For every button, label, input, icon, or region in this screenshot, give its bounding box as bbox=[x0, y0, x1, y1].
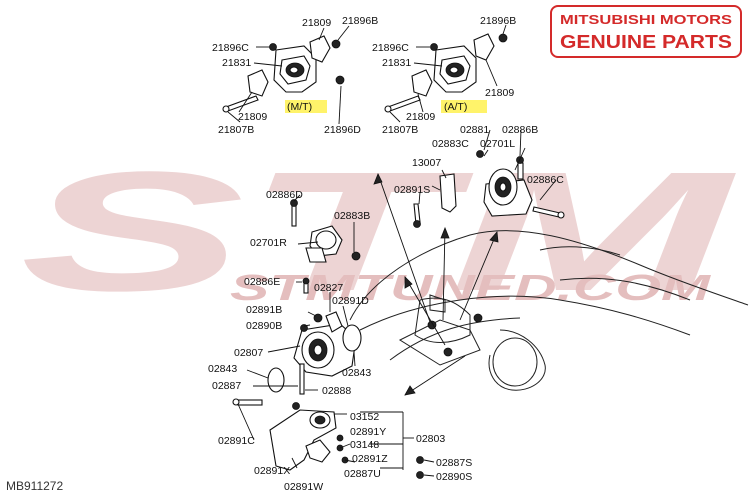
mt-highlight bbox=[285, 100, 327, 113]
label-02891y: 02891Y bbox=[350, 426, 386, 438]
at-highlight bbox=[441, 100, 487, 113]
label-02843-left: 02843 bbox=[208, 363, 237, 375]
watermark-site-text: STMTUNED.COM bbox=[230, 267, 712, 308]
label-02891c: 02891C bbox=[218, 435, 255, 447]
label-02891b: 02891B bbox=[246, 304, 282, 316]
label-02883b: 02883B bbox=[334, 210, 370, 222]
label-02891z: 02891Z bbox=[352, 453, 388, 465]
mt-engine-mount-group bbox=[222, 25, 350, 125]
label-at-21809-bottom: 21809 bbox=[406, 111, 435, 123]
label-13007: 13007 bbox=[412, 157, 441, 169]
label-at-21807b: 21807B bbox=[382, 124, 418, 136]
label-02888: 02888 bbox=[322, 385, 351, 397]
label-mt-21809-top: 21809 bbox=[302, 17, 331, 29]
label-02891s: 02891S bbox=[394, 184, 430, 196]
location-arrows bbox=[373, 173, 499, 396]
label-02886e: 02886E bbox=[244, 276, 280, 288]
label-02886b: 02886B bbox=[502, 124, 538, 136]
label-02890s: 02890S bbox=[436, 471, 472, 483]
label-mt-21807b: 21807B bbox=[218, 124, 254, 136]
label-02887: 02887 bbox=[212, 380, 241, 392]
label-at-21831: 21831 bbox=[382, 57, 411, 69]
label-02887u: 02887U bbox=[344, 468, 381, 480]
label-at-21809-right: 21809 bbox=[485, 87, 514, 99]
label-02701l: 02701L bbox=[480, 138, 515, 150]
front-mount-group bbox=[290, 194, 361, 263]
label-02827: 02827 bbox=[314, 282, 343, 294]
label-at-21896b: 21896B bbox=[480, 15, 516, 27]
label-mt-variant: (M/T) bbox=[287, 101, 312, 113]
label-mt-21896d: 21896D bbox=[324, 124, 361, 136]
label-02890b: 02890B bbox=[246, 320, 282, 332]
label-02886c: 02886C bbox=[527, 174, 564, 186]
label-02883c: 02883C bbox=[432, 138, 469, 150]
label-02843-right: 02843 bbox=[342, 367, 371, 379]
label-02887s: 02887S bbox=[436, 457, 472, 469]
label-03148: 03148 bbox=[350, 439, 379, 451]
rear-mount-group bbox=[413, 129, 565, 228]
label-02807: 02807 bbox=[234, 347, 263, 359]
label-02701r: 02701R bbox=[250, 237, 287, 249]
label-02891w: 02891W bbox=[284, 481, 323, 493]
transmission-mount-group bbox=[232, 277, 362, 441]
label-mt-21896c: 21896C bbox=[212, 42, 249, 54]
label-mt-21809-bottom: 21809 bbox=[238, 111, 267, 123]
label-at-variant: (A/T) bbox=[444, 101, 467, 113]
badge-genuine-text: GENUINE PARTS bbox=[560, 31, 732, 52]
label-02891d: 02891D bbox=[332, 295, 369, 307]
watermark-big-text: STM bbox=[20, 137, 737, 327]
lower-bracket-group bbox=[269, 402, 435, 479]
at-engine-mount-group bbox=[384, 24, 508, 123]
watermark: STM STMTUNED.COM bbox=[20, 137, 737, 327]
badge-brand-text: MITSUBISHI MOTORS bbox=[560, 12, 732, 27]
label-mt-21896b: 21896B bbox=[342, 15, 378, 27]
label-at-21896c: 21896C bbox=[372, 42, 409, 54]
genuine-parts-badge: MITSUBISHI MOTORS GENUINE PARTS bbox=[550, 5, 742, 58]
part-labels: 21809 21896B 21896C 21831 (M/T) 21809 21… bbox=[208, 15, 564, 493]
diagram-code: MB911272 bbox=[6, 479, 63, 493]
vehicle-body-outline bbox=[349, 230, 749, 391]
label-03152: 03152 bbox=[350, 411, 379, 423]
label-02881: 02881 bbox=[460, 124, 489, 136]
label-02886d: 02886D bbox=[266, 189, 303, 201]
label-02891x: 02891X bbox=[254, 465, 290, 477]
label-02803: 02803 bbox=[416, 433, 445, 445]
label-mt-21831: 21831 bbox=[222, 57, 251, 69]
